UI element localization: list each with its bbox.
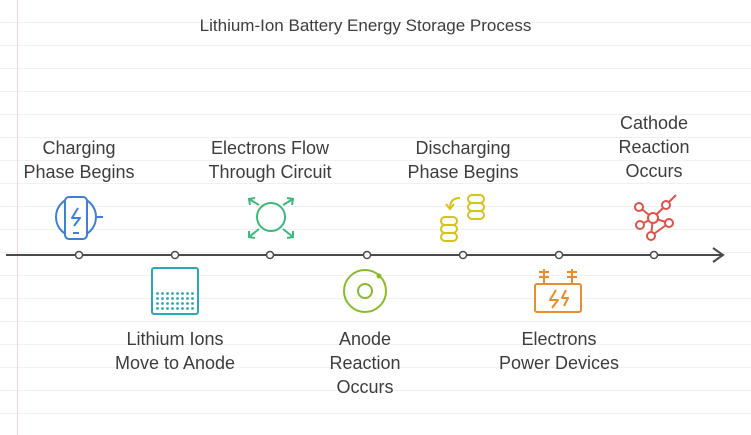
step-3-marker [265,250,275,260]
step-6-marker [554,250,564,260]
molecule-icon [634,194,677,241]
step-2-marker [170,250,180,260]
circuit-flow-icon [247,197,295,239]
timeline-arrowhead [712,247,725,263]
diagram-title: Lithium-Ion Battery Energy Storage Proce… [199,16,532,35]
step-5-marker [458,250,468,260]
step-7-marker [649,250,659,260]
step-1-marker [74,250,84,260]
anode-ring-icon [343,269,387,313]
battery-cells-icon [151,267,199,315]
phone-charging-icon [55,196,103,240]
step-4-marker [362,250,372,260]
stacked-coins-icon [440,194,485,242]
power-device-icon [534,269,582,313]
